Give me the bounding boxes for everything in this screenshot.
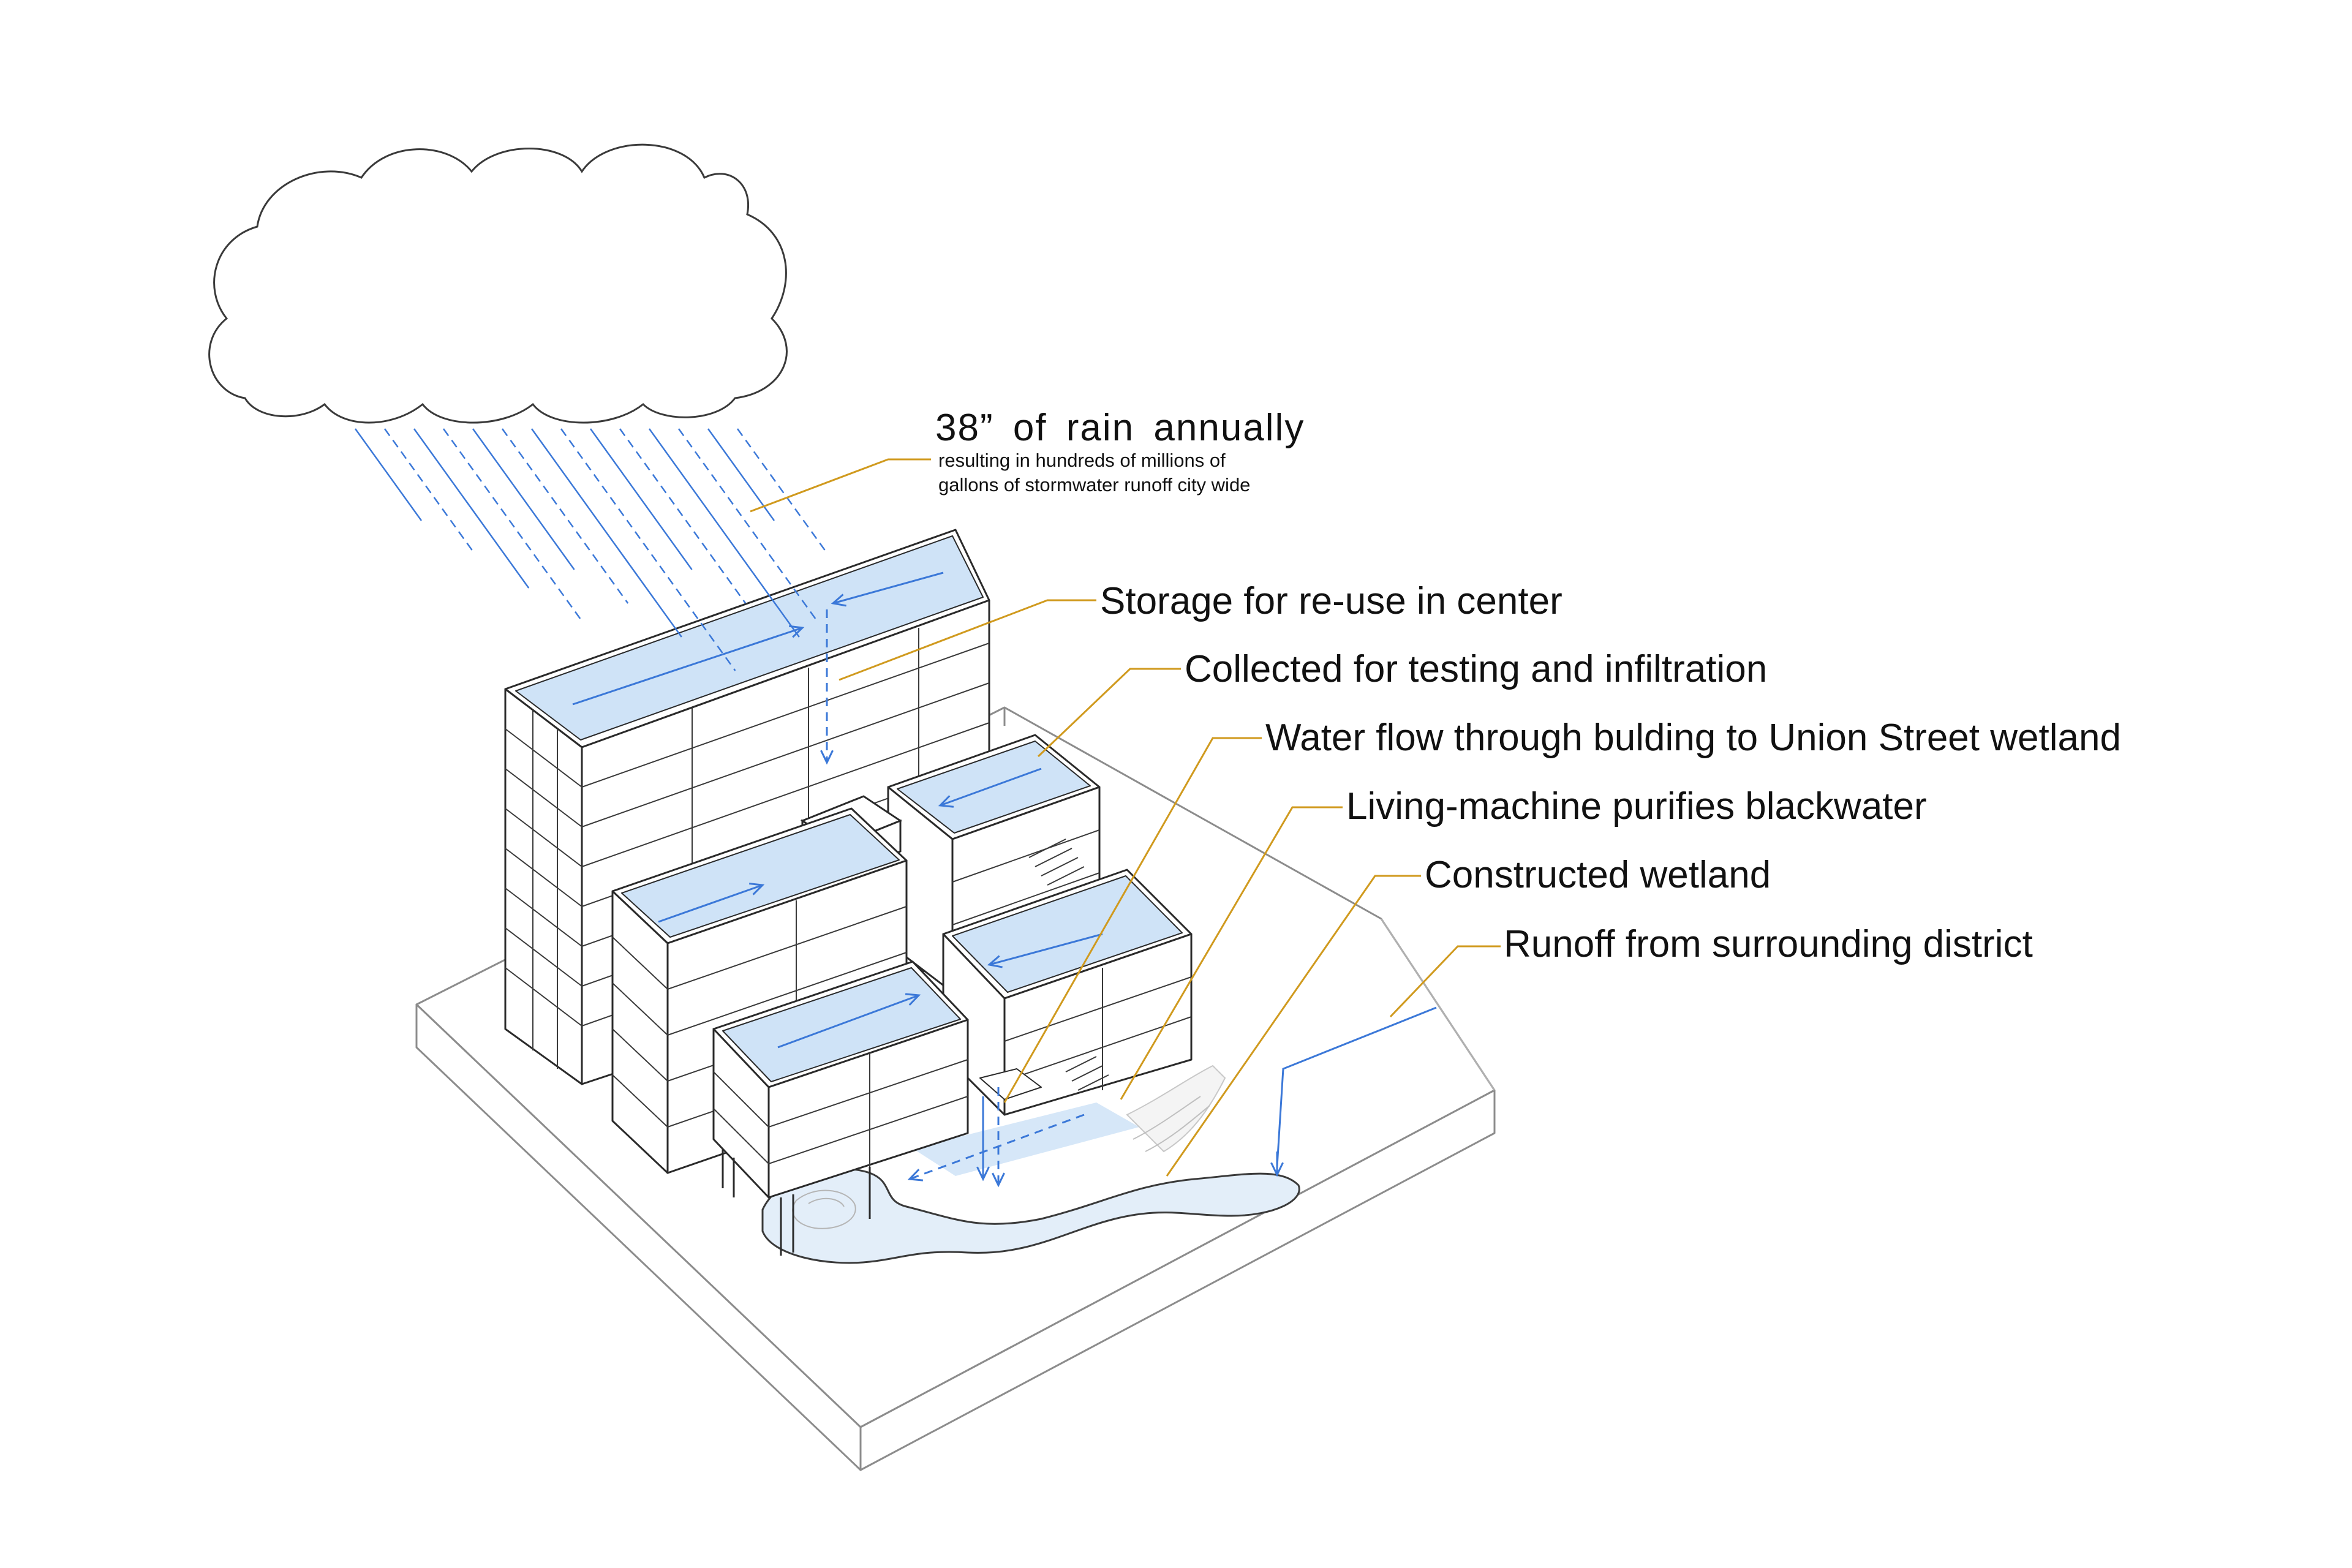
rain-streak	[383, 428, 476, 555]
flow-arrow-head	[788, 625, 805, 638]
leader-line	[1120, 806, 1343, 1100]
callout-runoff: Runoff from surrounding district	[1504, 923, 2033, 965]
flow-arrow-head	[820, 750, 834, 765]
right-middle-building	[942, 869, 1193, 1116]
flow-arrow-head	[907, 1169, 924, 1182]
flow-arrow-head	[1270, 1162, 1284, 1177]
callout-living-machine: Living-machine purifies blackwater	[1346, 785, 1927, 827]
flow-arrow-line	[989, 933, 1103, 966]
flow-arrow-head	[976, 1166, 990, 1182]
rain-streak	[501, 428, 629, 604]
flow-arrow-head	[938, 795, 954, 808]
callout-storage: Storage for re-use in center	[1100, 580, 1562, 622]
leader-line	[1389, 945, 1501, 1018]
leader-line	[750, 458, 931, 513]
rain-streak	[560, 428, 736, 671]
flow-arrow-line	[940, 767, 1042, 807]
rain-streak	[707, 428, 775, 521]
flow-arrow-head	[987, 955, 1003, 968]
rain-amount-title: 38” of rain annually	[935, 407, 1305, 449]
flow-arrow-head	[905, 993, 921, 1006]
flow-arrow-head	[992, 1172, 1005, 1188]
flow-arrow-line	[832, 571, 944, 605]
leader-line	[1037, 668, 1181, 758]
leader-line	[1166, 875, 1421, 1177]
rain-streak	[619, 428, 747, 604]
flow-arrow-line	[658, 884, 763, 923]
rain-subtitle-line-1: resulting in hundreds of millions of	[938, 450, 1226, 471]
leader-lines	[750, 458, 1501, 1177]
rain-streak	[648, 428, 800, 638]
rain-streak	[589, 428, 693, 570]
rain-streak	[736, 428, 829, 555]
flow-arrow-line	[572, 627, 803, 706]
rain-streak	[442, 428, 583, 622]
flow-arrow-head	[748, 883, 765, 895]
cloud-shape	[208, 143, 788, 424]
leader-line	[1003, 737, 1262, 1103]
flow-arrow-head	[831, 594, 846, 607]
rain-streak	[677, 428, 818, 622]
rain-streak	[413, 428, 530, 589]
callout-constructed-wetland: Constructed wetland	[1425, 854, 1771, 896]
flow-arrows	[572, 571, 1437, 1188]
flow-arrow-line	[909, 1114, 1085, 1180]
leader-line	[839, 599, 1096, 681]
rain-streak	[472, 428, 575, 570]
rain-subtitle-line-2: gallons of stormwater runoff city wide	[938, 474, 1251, 496]
rain-streak	[354, 428, 423, 521]
rain-streaks	[354, 428, 829, 671]
callout-collected: Collected for testing and infiltration	[1185, 648, 1768, 690]
flow-arrow-line	[777, 994, 919, 1049]
rain-streak	[530, 428, 682, 638]
callout-water-flow: Water flow through bulding to Union Stre…	[1265, 717, 2121, 759]
runoff-flow-line	[1276, 1006, 1437, 1167]
